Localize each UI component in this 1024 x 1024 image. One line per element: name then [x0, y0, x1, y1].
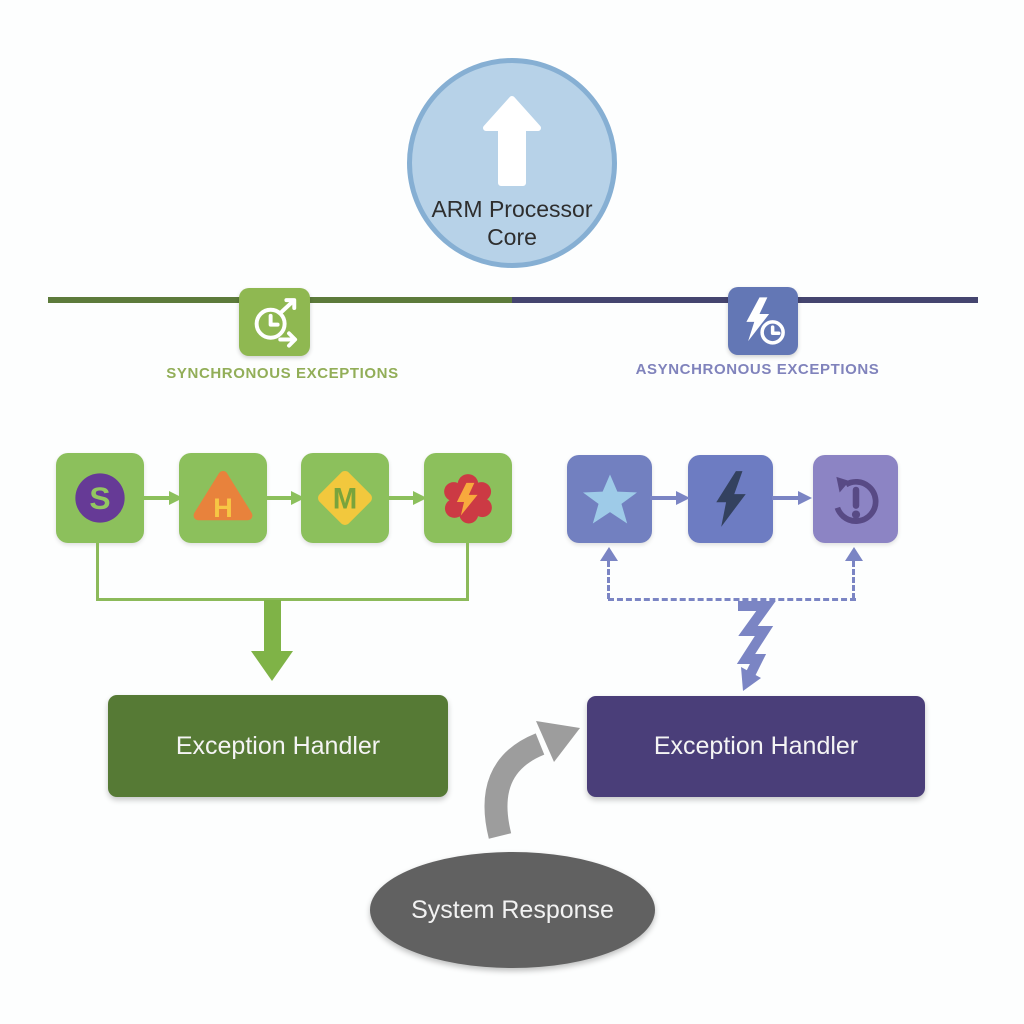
arrow-right-icon — [772, 491, 812, 505]
core-label: ARM Processor Core — [431, 196, 593, 250]
sync-down-arrow — [264, 600, 281, 653]
async-up-arrowhead-icon — [845, 547, 863, 561]
sync-bracket-left — [96, 543, 99, 600]
arrow-right-icon — [265, 491, 305, 505]
bolt-clock-icon — [746, 297, 785, 345]
sync-bracket-bottom — [96, 598, 469, 601]
retry-alert-icon — [833, 476, 878, 524]
diamond-m-icon: M — [318, 471, 372, 525]
curved-arrow-icon — [484, 721, 580, 839]
burst-bolt-icon — [444, 474, 492, 524]
svg-text:S: S — [89, 480, 110, 516]
hazard-h-icon: H — [193, 470, 253, 523]
system-response-label: System Response — [411, 895, 614, 924]
sync-exception-handler: Exception Handler — [108, 695, 448, 797]
sync-node-s: S — [56, 453, 144, 543]
arrow-right-icon — [387, 491, 427, 505]
async-branch-label: ASYNCHRONOUS EXCEPTIONS — [635, 361, 880, 378]
arrow-right-icon — [143, 491, 183, 505]
sync-clock-icon — [254, 298, 297, 348]
sync-bracket-right — [466, 543, 469, 600]
sync-node-h: H — [179, 453, 267, 543]
up-arrow-icon — [483, 96, 541, 186]
arrow-right-icon — [650, 491, 690, 505]
async-exception-handler: Exception Handler — [587, 696, 925, 797]
async-branch-badge — [728, 287, 798, 355]
sync-down-arrowhead-icon — [251, 651, 293, 681]
sync-node-burst — [424, 453, 512, 543]
sync-handler-label: Exception Handler — [175, 731, 381, 760]
sync-branch-label: SYNCHRONOUS EXCEPTIONS — [166, 365, 399, 382]
sync-branch-badge — [239, 288, 310, 356]
zigzag-bolt-arrow-icon — [736, 601, 776, 691]
async-dashed-right — [852, 561, 855, 599]
async-node-retry — [813, 455, 898, 543]
async-node-star — [567, 455, 652, 543]
svg-text:M: M — [333, 482, 358, 515]
async-dashed-bottom — [608, 598, 856, 601]
sync-node-m: M — [301, 453, 389, 543]
system-response-node: System Response — [370, 852, 655, 968]
s-badge-icon: S — [75, 473, 125, 523]
async-node-bolt — [688, 455, 773, 543]
lightning-icon — [715, 471, 746, 527]
async-up-arrowhead-icon — [600, 547, 618, 561]
star-icon — [582, 474, 637, 524]
async-dashed-left — [607, 561, 610, 599]
svg-text:H: H — [213, 493, 233, 523]
async-handler-label: Exception Handler — [653, 732, 859, 760]
arm-processor-core-node: ARM Processor Core — [407, 58, 617, 268]
